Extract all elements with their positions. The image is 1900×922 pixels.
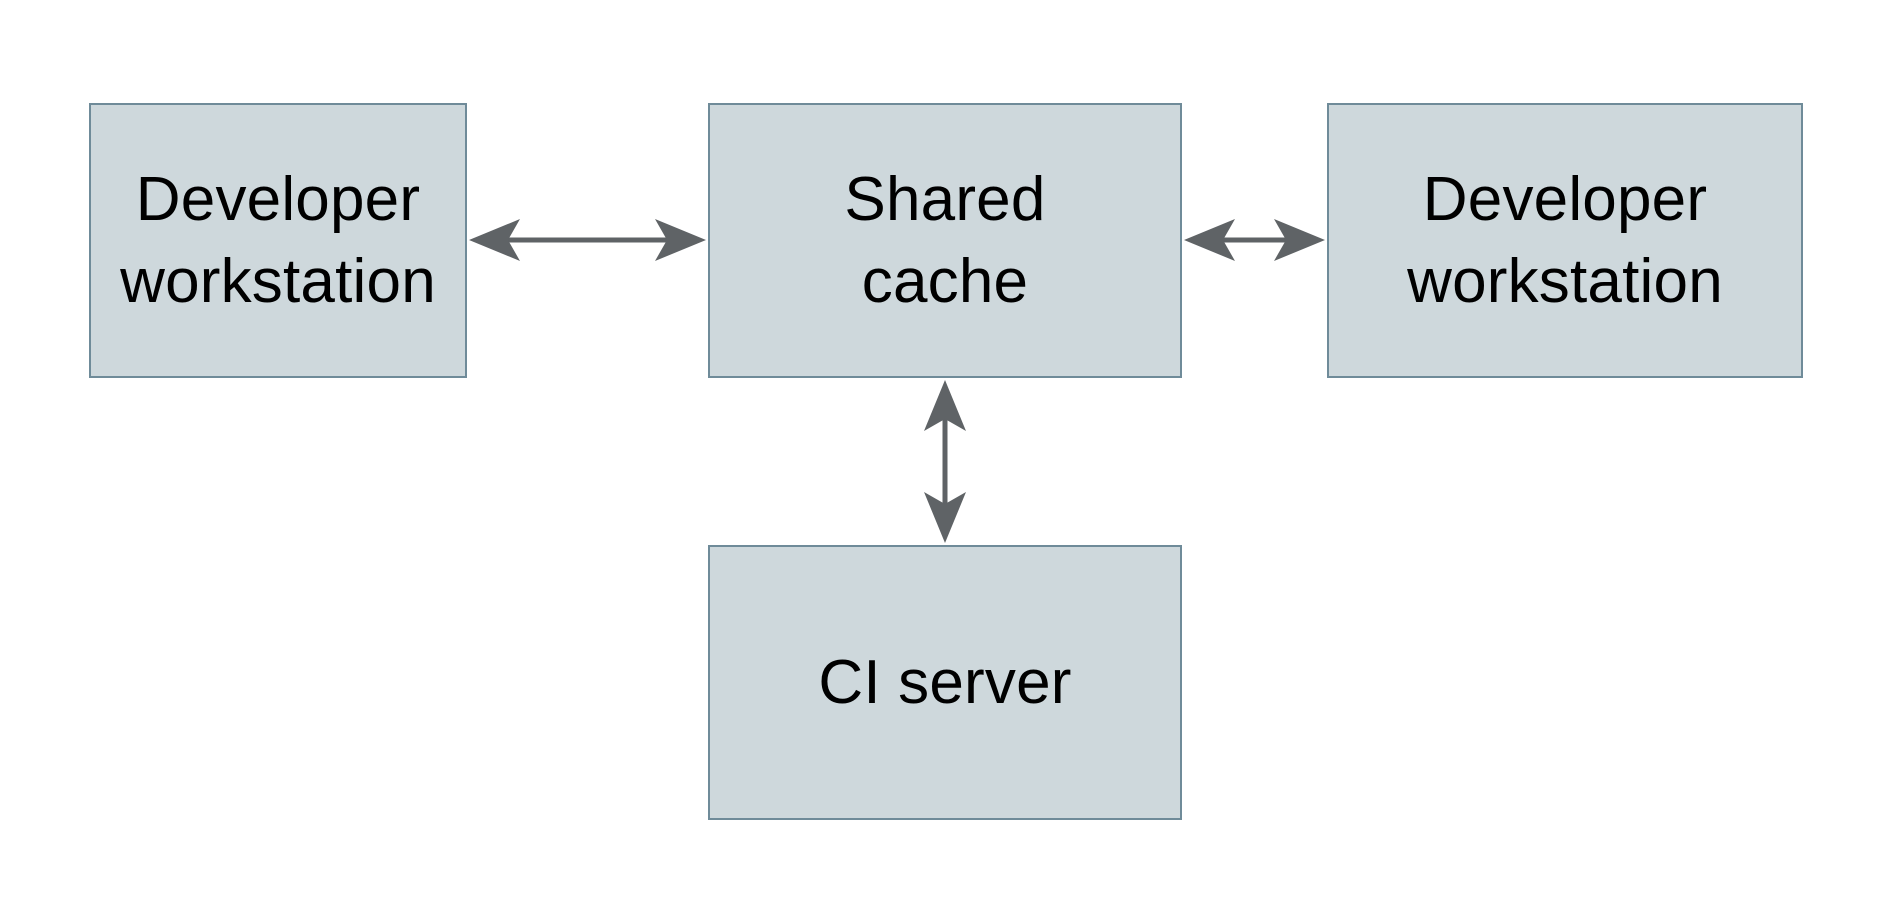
node-label: Developer workstation <box>120 164 436 316</box>
node-developer-workstation-right[interactable]: Developer workstation <box>1327 103 1803 378</box>
edge-left-cache <box>469 219 706 261</box>
node-label: CI server <box>818 647 1072 717</box>
edge-cache-ci <box>924 380 966 543</box>
node-shared-cache[interactable]: Shared cache <box>708 103 1182 378</box>
node-label: Developer workstation <box>1407 164 1723 316</box>
edge-cache-right <box>1184 219 1325 261</box>
node-developer-workstation-left[interactable]: Developer workstation <box>89 103 467 378</box>
node-label: Shared cache <box>844 164 1046 316</box>
node-ci-server[interactable]: CI server <box>708 545 1182 820</box>
